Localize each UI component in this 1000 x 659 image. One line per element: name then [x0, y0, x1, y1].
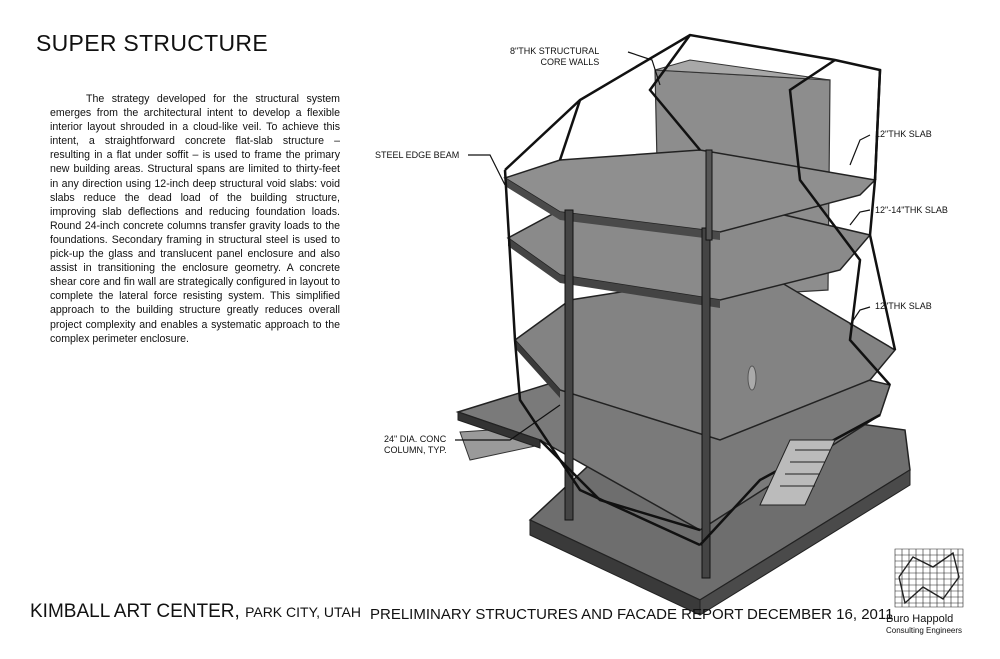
callout-steel-edge-beam: STEEL EDGE BEAM — [375, 150, 460, 160]
footer-project: KIMBALL ART CENTER, PARK CITY, UTAH — [30, 601, 361, 623]
footer-date: DECEMBER 16, 2011 — [747, 606, 894, 623]
buro-happold-logo-icon — [894, 548, 964, 608]
column — [564, 209, 574, 521]
slab-level-4 — [503, 149, 877, 233]
callout-core-walls: 8"THK STRUCTURAL CORE WALLS — [510, 46, 599, 68]
footer-place: PARK CITY, UTAH — [245, 604, 361, 620]
structure-drawing — [455, 33, 911, 616]
page-title: SUPER STRUCTURE — [36, 30, 268, 56]
logo-subtitle: Consulting Engineers — [886, 626, 963, 635]
callout-slab-low: 12"THK SLAB — [875, 301, 932, 311]
callout-slab-mid: 12"-14"THK SLAB — [875, 205, 948, 215]
callout-column-line1: 24" DIA. CONC — [384, 434, 447, 444]
callout-core-walls-line2: CORE WALLS — [540, 57, 600, 67]
logo-name: Buro Happold — [886, 613, 954, 625]
footer-project-name: KIMBALL ART CENTER, — [30, 601, 240, 622]
callout-column: 24" DIA. CONC COLUMN, TYP. — [384, 434, 447, 456]
column — [705, 149, 713, 241]
callout-slab-top: 12"THK SLAB — [875, 129, 932, 139]
body-paragraph: The strategy developed for the structura… — [50, 93, 340, 345]
footer-report-title: PRELIMINARY STRUCTURES AND FACADE REPORT — [370, 606, 744, 623]
callout-column-line2: COLUMN, TYP. — [384, 445, 447, 455]
callout-core-walls-line1: 8"THK STRUCTURAL — [510, 46, 600, 56]
column — [701, 227, 711, 579]
